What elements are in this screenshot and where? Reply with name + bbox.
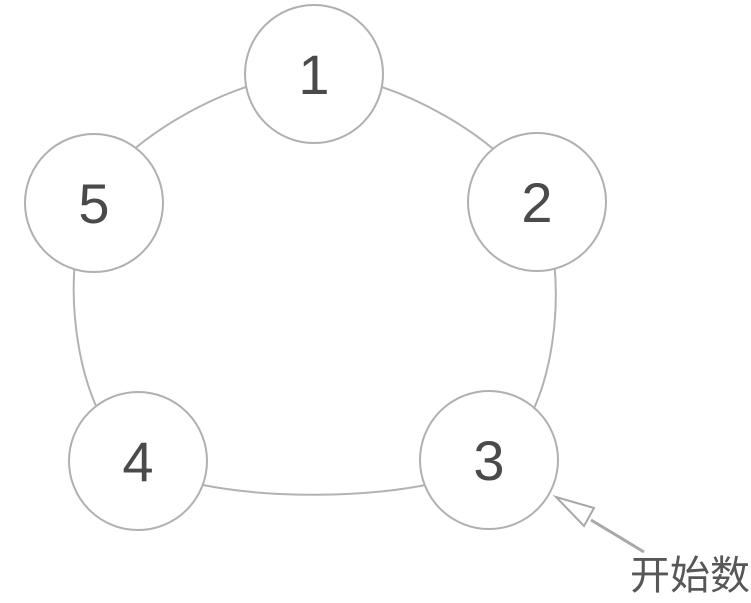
arrow-shaft — [590, 518, 645, 554]
annotation-label: 开始数 — [630, 554, 750, 598]
node-4-label: 4 — [122, 430, 153, 493]
arrow-head-icon — [552, 494, 596, 528]
node-1: 1 — [244, 4, 384, 144]
node-4: 4 — [68, 391, 208, 531]
node-1-circle — [244, 4, 384, 144]
node-3-label: 3 — [473, 429, 504, 492]
start-annotation: 开始数 — [552, 494, 750, 598]
node-1-label: 1 — [298, 43, 329, 106]
node-5-label: 5 — [78, 172, 109, 235]
node-5: 5 — [24, 133, 164, 273]
node-2-circle — [467, 132, 607, 272]
node-3-circle — [419, 390, 559, 530]
node-2-label: 2 — [521, 171, 552, 234]
node-3: 3 — [419, 390, 559, 530]
node-4-circle — [68, 391, 208, 531]
node-2: 2 — [467, 132, 607, 272]
node-5-circle — [24, 133, 164, 273]
